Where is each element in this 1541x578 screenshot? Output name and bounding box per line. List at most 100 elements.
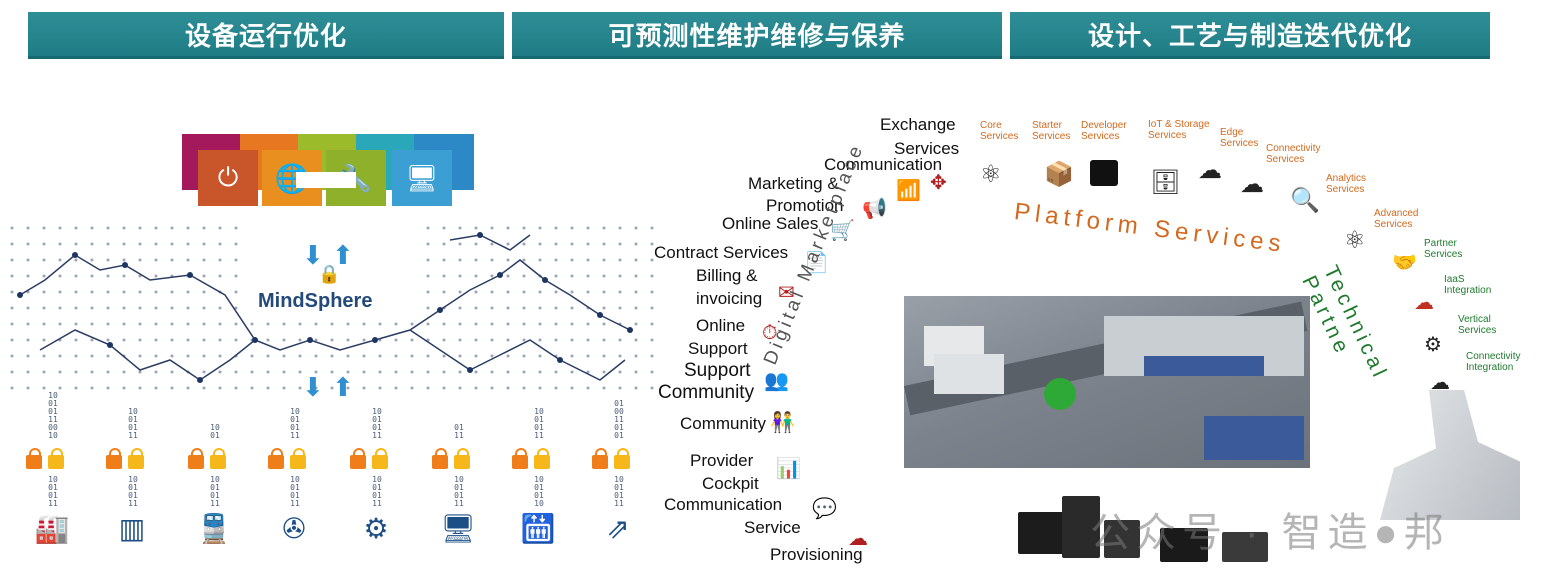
network-dot bbox=[538, 370, 542, 374]
network-dot bbox=[154, 354, 158, 358]
network-dot bbox=[538, 242, 542, 246]
network-dot bbox=[122, 338, 126, 342]
network-dot bbox=[618, 338, 622, 342]
bit-value: 11 bbox=[128, 499, 138, 508]
network-dot bbox=[650, 370, 654, 374]
network-dot bbox=[634, 274, 638, 278]
network-dot bbox=[74, 274, 78, 278]
padlock-icon bbox=[372, 448, 388, 469]
network-dot bbox=[234, 338, 238, 342]
platform-services-arc-label: Platform Services bbox=[1012, 198, 1288, 259]
network-dot bbox=[538, 386, 542, 390]
header-design-iteration: 设计、工艺与制造迭代优化 bbox=[1010, 12, 1490, 59]
network-dot bbox=[650, 242, 654, 246]
network-dot bbox=[10, 338, 14, 342]
network-dot bbox=[106, 338, 110, 342]
network-dot bbox=[586, 290, 590, 294]
network-dot bbox=[442, 290, 446, 294]
network-dot bbox=[522, 370, 526, 374]
network-dot bbox=[378, 386, 382, 390]
network-dot bbox=[330, 370, 334, 374]
network-dot bbox=[458, 306, 462, 310]
network-dot bbox=[634, 370, 638, 374]
network-dot bbox=[522, 226, 526, 230]
network-dot bbox=[506, 322, 510, 326]
box-icon: 📦 bbox=[1044, 161, 1074, 188]
network-dot bbox=[186, 306, 190, 310]
network-dot bbox=[474, 306, 478, 310]
network-dot bbox=[634, 226, 638, 230]
network-dot bbox=[618, 306, 622, 310]
network-dot bbox=[234, 306, 238, 310]
network-dot bbox=[138, 354, 142, 358]
mp-item-online-sales: Online Sales bbox=[722, 214, 819, 233]
chat-icon: 💬 bbox=[812, 498, 837, 520]
network-dot bbox=[602, 354, 606, 358]
mp-item-contract-services: Contract Services bbox=[654, 243, 789, 262]
mp-item-communication: Communication bbox=[824, 155, 943, 174]
network-dot bbox=[506, 274, 510, 278]
network-dot bbox=[554, 290, 558, 294]
network-dot bbox=[554, 258, 558, 262]
network-dot bbox=[218, 258, 222, 262]
network-dot bbox=[218, 306, 222, 310]
network-dot bbox=[426, 242, 430, 246]
bit-value: 01 bbox=[614, 431, 624, 440]
bit-value: 01 bbox=[128, 491, 138, 500]
network-dot bbox=[26, 306, 30, 310]
bit-value: 10 bbox=[128, 407, 138, 416]
network-dot bbox=[634, 258, 638, 262]
network-dot bbox=[570, 338, 574, 342]
bar-chart-icon: 📊 bbox=[776, 458, 801, 480]
network-dot bbox=[138, 226, 142, 230]
people-icon: 👥 bbox=[764, 370, 789, 392]
network-dot bbox=[570, 354, 574, 358]
network-dot bbox=[490, 354, 494, 358]
network-dot bbox=[154, 290, 158, 294]
network-dot bbox=[58, 354, 62, 358]
network-dot bbox=[298, 322, 302, 326]
network-dot bbox=[586, 338, 590, 342]
network-dot bbox=[618, 226, 622, 230]
network-dot bbox=[26, 274, 30, 278]
network-dot bbox=[554, 322, 558, 326]
network-dot bbox=[458, 354, 462, 358]
network-dot bbox=[618, 258, 622, 262]
network-dot bbox=[266, 338, 270, 342]
network-dot bbox=[266, 354, 270, 358]
network-dot bbox=[234, 258, 238, 262]
network-dot bbox=[362, 386, 366, 390]
network-dot bbox=[554, 386, 558, 390]
header-equipment-optimization: 设备运行优化 bbox=[28, 12, 504, 59]
network-dot bbox=[538, 338, 542, 342]
network-dot bbox=[634, 338, 638, 342]
padlock-icon bbox=[534, 448, 550, 469]
network-dot bbox=[330, 322, 334, 326]
network-dot bbox=[170, 242, 174, 246]
network-dot bbox=[90, 226, 94, 230]
bit-value: 01 bbox=[210, 431, 220, 440]
network-dot bbox=[346, 386, 350, 390]
network-dot bbox=[314, 322, 318, 326]
network-dot bbox=[74, 226, 78, 230]
terminal-icon bbox=[1090, 160, 1118, 186]
gears-icon: ⚙ bbox=[363, 513, 389, 544]
network-dot bbox=[42, 242, 46, 246]
network-dot bbox=[42, 290, 46, 294]
network-dot bbox=[58, 242, 62, 246]
network-dot bbox=[10, 370, 14, 374]
network-dot bbox=[170, 370, 174, 374]
network-dot bbox=[234, 322, 238, 326]
mp-item-promotion: Promotion bbox=[766, 196, 844, 215]
network-dot bbox=[490, 242, 494, 246]
network-dot bbox=[122, 242, 126, 246]
bit-value: 01 bbox=[210, 483, 220, 492]
network-dot bbox=[474, 322, 478, 326]
network-dot bbox=[634, 290, 638, 294]
